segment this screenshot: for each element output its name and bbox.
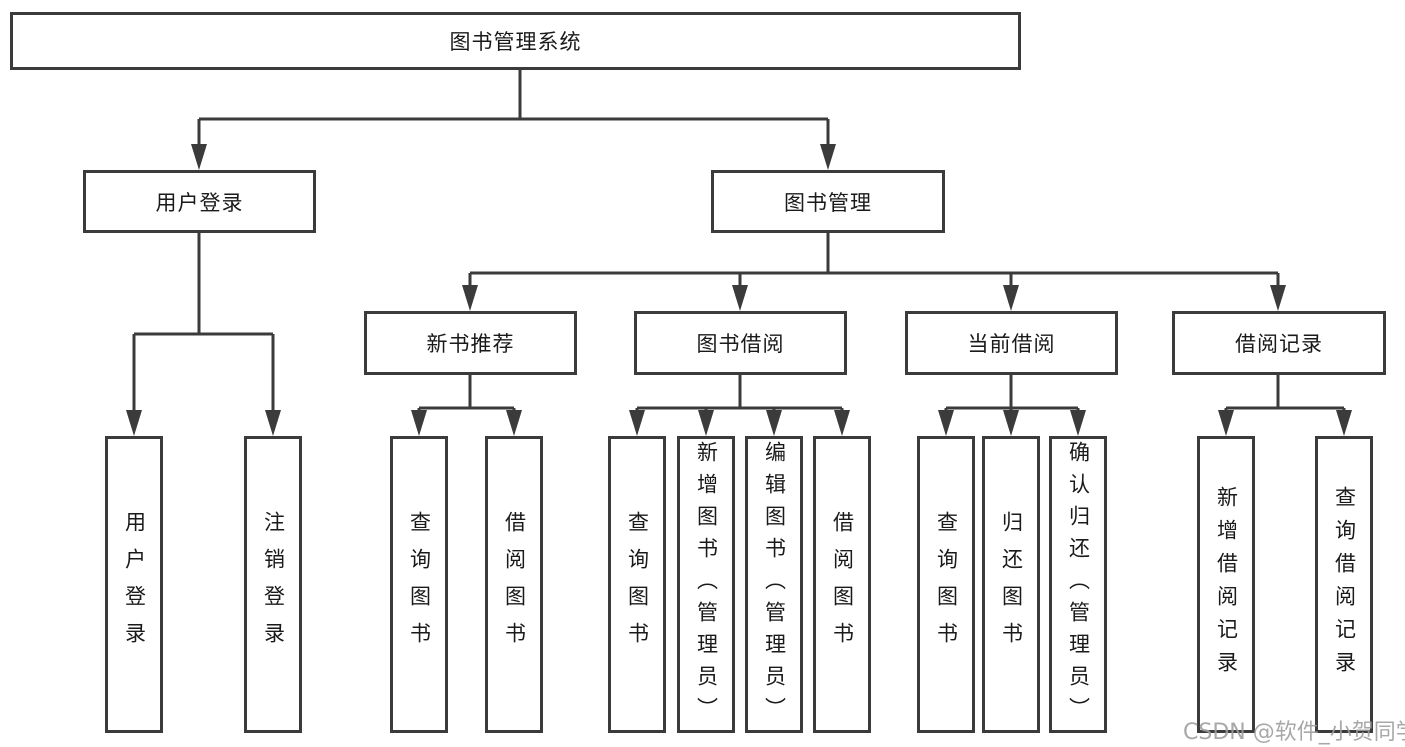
node-book-management: 图书管理 <box>711 170 945 233</box>
node-new-book-recommend-label: 新书推荐 <box>426 332 515 356</box>
leaf-borrow-book-recommend: 借阅图书 <box>485 436 543 733</box>
arrow-down-icon <box>938 410 954 436</box>
arrow-down-icon <box>698 410 714 436</box>
node-borrow-record-label: 借阅记录 <box>1235 332 1323 356</box>
user-login-branch-lines <box>132 233 275 412</box>
leaf-borrow-book-label: 借阅图书 <box>830 510 855 659</box>
node-book-borrow-label: 图书借阅 <box>696 332 785 356</box>
arrow-down-icon <box>834 410 850 436</box>
arrow-down-icon <box>766 410 782 436</box>
arrow-down-icon <box>1336 410 1352 436</box>
leaf-query-borrow-record: 查询借阅记录 <box>1315 436 1373 733</box>
leaf-user-login-label: 用户登录 <box>122 510 147 659</box>
node-root-label: 图书管理系统 <box>449 30 582 54</box>
leaf-borrow-book: 借阅图书 <box>813 436 871 733</box>
arrow-down-icon <box>506 410 522 436</box>
arrow-down-icon <box>629 410 645 436</box>
node-user-login-label: 用户登录 <box>155 190 244 215</box>
leaf-edit-book-admin: 编辑图书（管理员） <box>745 436 803 733</box>
leaf-query-book-borrow: 查询图书 <box>608 436 666 733</box>
node-current-borrow-label: 当前借阅 <box>967 332 1056 356</box>
watermark: CSDN @软件_小贺同学 <box>1183 720 1405 745</box>
book-management-branch-lines <box>468 233 1280 287</box>
node-current-borrow: 当前借阅 <box>905 311 1118 375</box>
leaf-add-book-admin: 新增图书（管理员） <box>677 436 735 733</box>
arrow-down-icon <box>732 285 748 311</box>
level3-trunk-lines <box>468 375 1280 408</box>
leaf-query-book-recommend: 查询图书 <box>390 436 448 733</box>
arrow-down-icon <box>820 144 836 170</box>
arrowheads <box>126 144 1352 436</box>
leaf-add-book-admin-label: 新增图书（管理员） <box>694 440 719 729</box>
node-new-book-recommend: 新书推荐 <box>364 311 577 375</box>
leaf-user-login: 用户登录 <box>105 436 163 733</box>
leaf-add-borrow-record: 新增借阅记录 <box>1197 436 1255 733</box>
leaf-confirm-return-admin-label: 确认归还（管理员） <box>1066 440 1091 729</box>
leaf-query-book-borrow-label: 查询图书 <box>625 510 650 659</box>
leaf-query-book-current-label: 查询图书 <box>934 510 959 659</box>
arrow-down-icon <box>126 410 142 436</box>
arrow-down-icon <box>191 144 207 170</box>
leaf-logout-label: 注销登录 <box>261 510 286 659</box>
leaf-query-book-recommend-label: 查询图书 <box>407 510 432 659</box>
leaf-query-book-current: 查询图书 <box>917 436 975 733</box>
arrow-down-icon <box>462 285 478 311</box>
node-borrow-record: 借阅记录 <box>1172 311 1386 375</box>
leaf-logout: 注销登录 <box>244 436 302 733</box>
root-branch-lines <box>197 70 830 146</box>
arrow-down-icon <box>1270 285 1286 311</box>
level4-branch-lines <box>417 406 1346 412</box>
leaf-add-borrow-record-label: 新增借阅记录 <box>1214 485 1239 684</box>
node-root: 图书管理系统 <box>10 12 1021 70</box>
arrow-down-icon <box>1003 285 1019 311</box>
arrow-down-icon <box>265 410 281 436</box>
arrow-down-icon <box>411 410 427 436</box>
leaf-return-book: 归还图书 <box>982 436 1040 733</box>
arrow-down-icon <box>1003 410 1019 436</box>
node-book-borrow: 图书借阅 <box>634 311 847 375</box>
leaf-return-book-label: 归还图书 <box>999 510 1024 659</box>
leaf-edit-book-admin-label: 编辑图书（管理员） <box>762 440 787 729</box>
arrow-down-icon <box>1070 410 1086 436</box>
leaf-confirm-return-admin: 确认归还（管理员） <box>1049 436 1107 733</box>
node-user-login: 用户登录 <box>83 170 316 233</box>
leaf-borrow-book-recommend-label: 借阅图书 <box>502 510 527 659</box>
arrow-down-icon <box>1218 410 1234 436</box>
leaf-query-borrow-record-label: 查询借阅记录 <box>1332 485 1357 684</box>
node-book-management-label: 图书管理 <box>784 190 872 215</box>
